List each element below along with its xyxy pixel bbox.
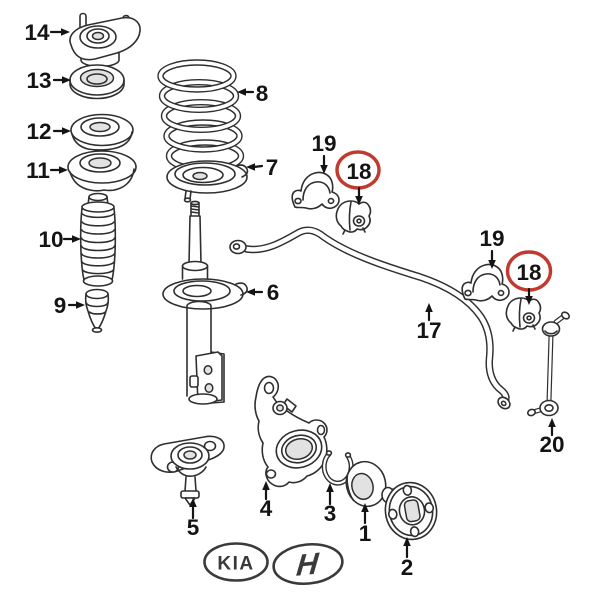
callout-8: 8 [237,81,268,106]
part-number-6: 6 [267,280,280,305]
stabilizer-bracket-right-drawing [461,263,510,302]
callout-6: 6 [246,280,279,305]
part-number-14: 14 [24,20,50,45]
part-number-18: 18 [516,260,541,285]
strut-bearing-drawing [69,64,125,100]
coil-spring-drawing [157,59,245,173]
part-number-4: 4 [260,496,273,521]
stabilizer-bar-drawing [229,226,511,410]
callout-12: 12 [26,119,71,144]
arrowhead [488,260,496,269]
hyundai-logo-oval [272,542,344,586]
part-number-8: 8 [256,81,269,106]
callout-17: 17 [416,303,442,343]
stabilizer-bushing-right-drawing [505,297,542,332]
part-number-2: 2 [401,555,414,580]
callout-14: 14 [24,20,70,45]
part-number-7: 7 [266,155,279,180]
arrowhead [61,28,70,36]
callout-13: 13 [26,68,71,93]
part-number-5: 5 [187,515,200,540]
callout-1: 1 [359,503,372,546]
ball-joint-drawing [150,435,225,506]
spring-seat-drawing [166,160,249,203]
callout-3: 3 [324,483,337,526]
strut-assembly-drawing [162,200,248,405]
arrowhead [246,288,255,296]
stabilizer-bracket-left-drawing [291,171,340,210]
upper-spring-seat-drawing [70,113,134,151]
wheel-hub-drawing [381,481,438,541]
part-number-19: 19 [479,226,504,251]
wheel-bearing-drawing [345,460,387,508]
arrowhead [320,165,328,174]
kia-logo-text: KIA [217,554,254,575]
bump-stop-drawing [84,288,110,333]
stabilizer-bushing-left-drawing [335,200,372,235]
arrowhead [326,483,334,492]
callout-2: 2 [401,537,414,580]
kia-logo: KIA [203,542,269,582]
callouts: 14 13 12 11 10 9 [24,20,564,580]
part-number-1: 1 [359,521,372,546]
arrowhead [72,235,81,243]
arrowhead [62,76,71,84]
arrowhead [59,166,68,174]
part-number-12: 12 [26,119,51,144]
callout-11: 11 [26,158,68,183]
callout-19-left: 19 [311,131,337,174]
part-number-13: 13 [26,68,51,93]
arrowhead [425,303,433,312]
callout-4: 4 [260,481,273,521]
callout-5: 5 [187,498,200,540]
callout-18-right: 18 [505,250,553,305]
arrowhead [246,163,255,171]
strut-mount-drawing [69,12,141,68]
lower-spring-pad-drawing [67,150,137,192]
arrowhead [403,537,411,546]
part-number-19: 19 [311,131,336,156]
part-number-17: 17 [416,318,441,343]
arrowhead [355,196,363,205]
arrowhead [361,503,369,512]
callout-18-left: 18 [335,150,381,205]
callout-10: 10 [38,227,81,252]
arrowhead [189,498,197,507]
arrowhead [62,127,71,135]
arrowhead [548,418,556,427]
callout-7: 7 [246,155,278,180]
arrowhead [76,301,85,309]
arrowhead [237,88,246,96]
hyundai-logo: H [272,542,344,586]
callout-9: 9 [54,293,85,318]
callout-19-right: 19 [479,226,505,269]
snap-ring-drawing [321,450,354,486]
part-number-20: 20 [539,432,564,457]
part-number-9: 9 [54,293,67,318]
arrowhead [525,296,533,305]
steering-knuckle-drawing [254,375,328,488]
leader-line [252,164,264,169]
dust-boot-drawing [79,192,117,287]
callout-20: 20 [539,418,565,457]
part-number-10: 10 [38,227,63,252]
part-number-18: 18 [346,159,371,184]
part-number-11: 11 [26,158,50,183]
kia-logo-oval [203,542,269,582]
stabilizer-link-drawing [526,311,571,417]
part-number-3: 3 [324,501,337,526]
arrowhead [262,481,270,490]
